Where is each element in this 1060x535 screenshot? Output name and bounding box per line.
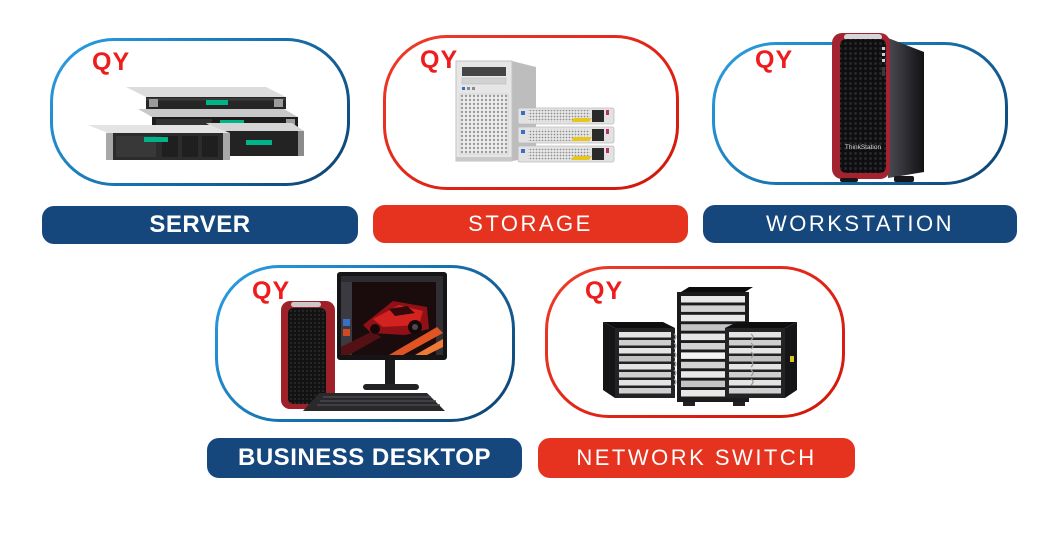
workstation-card[interactable]: QY	[712, 33, 1008, 185]
workstation-tower-image: ThinkStation	[832, 33, 924, 182]
network-switch-card[interactable]: QY	[545, 266, 845, 418]
rack-servers-image	[88, 87, 304, 160]
business-desktop-banner-button[interactable]: BUSINESS DESKTOP	[207, 438, 522, 478]
workstation-card-inner: QY	[715, 33, 1005, 182]
storage-banner-button[interactable]: STORAGE	[373, 205, 688, 243]
brand-logo: QY	[420, 46, 459, 74]
brand-logo: QY	[585, 277, 624, 305]
server-banner-button[interactable]: SERVER	[42, 206, 358, 244]
brand-logo: QY	[252, 277, 291, 305]
workstation-banner-button[interactable]: WORKSTATION	[703, 205, 1017, 243]
network-switch-card-inner: QY	[548, 269, 842, 415]
brand-logo: QY	[755, 46, 794, 74]
business-desktop-card-inner: QY	[218, 268, 512, 419]
storage-card-inner: QY	[386, 38, 676, 187]
brand-logo: QY	[92, 48, 131, 76]
tower-server-and-storage-arrays-image	[455, 60, 615, 163]
desktop-tower-monitor-keyboard-image	[281, 272, 447, 411]
storage-card[interactable]: QY	[383, 35, 679, 190]
business-desktop-card[interactable]: QY	[215, 265, 515, 422]
network-switch-chassis-image	[603, 287, 797, 406]
svg-text:ThinkStation: ThinkStation	[845, 144, 882, 151]
server-card[interactable]: QY	[50, 38, 350, 186]
server-card-inner: QY	[53, 41, 347, 183]
network-switch-banner-button[interactable]: NETWORK SWITCH	[538, 438, 855, 478]
